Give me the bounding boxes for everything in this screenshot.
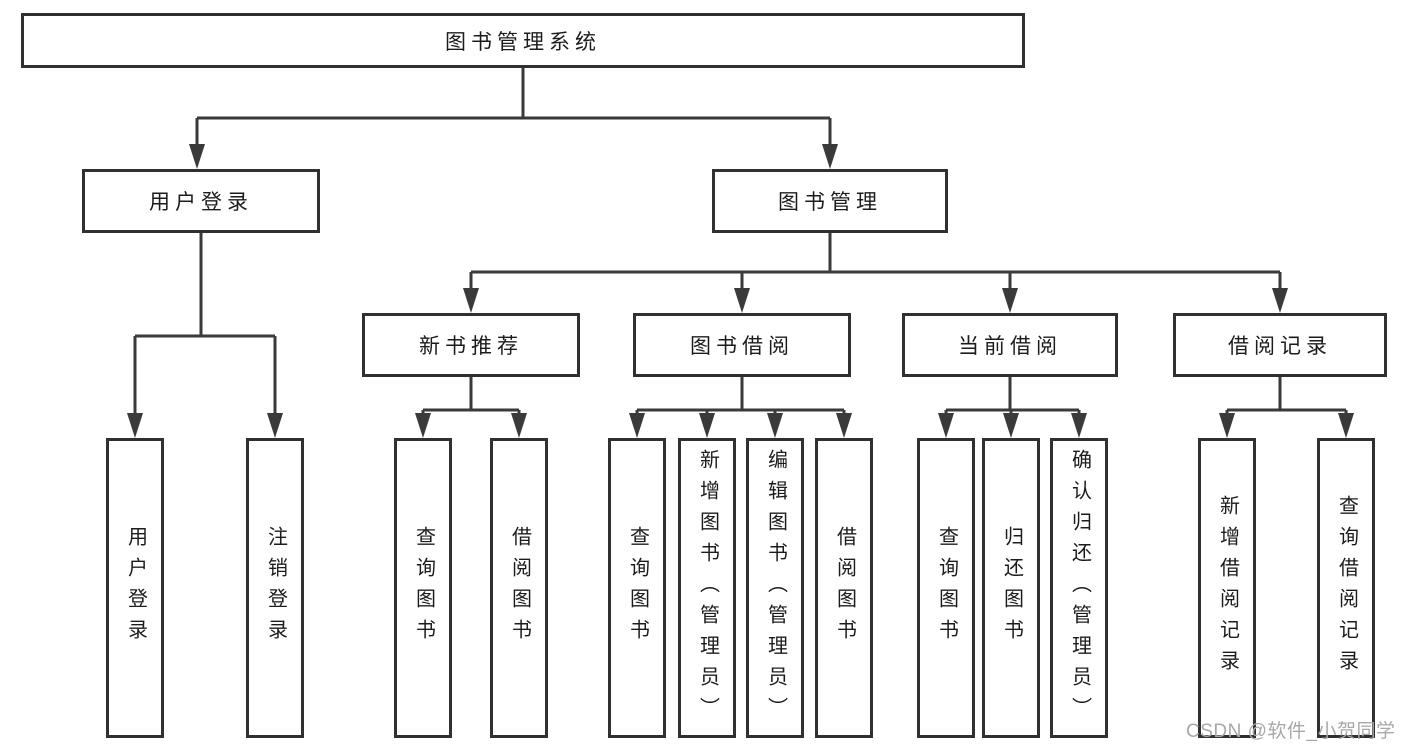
leaf-add-books-admin: 新增图书（管理员） [678,438,736,738]
leaf-label: 查询图书 [412,526,435,650]
leaf-return-books: 归还图书 [982,438,1040,738]
leaf-borrow-books: 借阅图书 [815,438,873,738]
leaf-edit-books-admin: 编辑图书（管理员） [746,438,804,738]
leaf-label: 新增图书（管理员） [696,448,719,728]
node-current-borrow: 当前借阅 [902,313,1118,377]
node-user-login: 用户登录 [82,169,320,233]
node-borrow-records: 借阅记录 [1173,313,1387,377]
leaf-query-books-recommend: 查询图书 [394,438,452,738]
leaf-label: 查询借阅记录 [1335,495,1358,681]
leaf-user-login: 用户登录 [106,438,164,738]
leaf-label: 注销登录 [264,526,287,650]
leaf-query-borrow-record: 查询借阅记录 [1317,438,1375,738]
leaf-label: 用户登录 [124,526,147,650]
leaf-label: 借阅图书 [508,526,531,650]
leaf-add-borrow-record: 新增借阅记录 [1198,438,1256,738]
leaf-label: 借阅图书 [833,526,856,650]
leaf-logout: 注销登录 [246,438,304,738]
leaf-label: 查询图书 [935,526,958,650]
leaf-borrow-books-recommend: 借阅图书 [490,438,548,738]
watermark: CSDN @软件_小贺同学 [1186,721,1396,742]
leaf-query-books-current: 查询图书 [917,438,975,738]
leaf-query-books-borrow: 查询图书 [608,438,666,738]
node-library-system: 图书管理系统 [21,13,1025,68]
leaf-confirm-return-admin: 确认归还（管理员） [1050,438,1108,738]
node-new-book-recommend: 新书推荐 [362,313,580,377]
leaf-label: 归还图书 [1000,526,1023,650]
node-book-management: 图书管理 [712,169,948,233]
leaf-label: 确认归还（管理员） [1068,448,1091,728]
leaf-label: 新增借阅记录 [1216,495,1239,681]
leaf-label: 查询图书 [626,526,649,650]
node-book-borrow: 图书借阅 [633,313,851,377]
leaf-label: 编辑图书（管理员） [764,448,787,728]
